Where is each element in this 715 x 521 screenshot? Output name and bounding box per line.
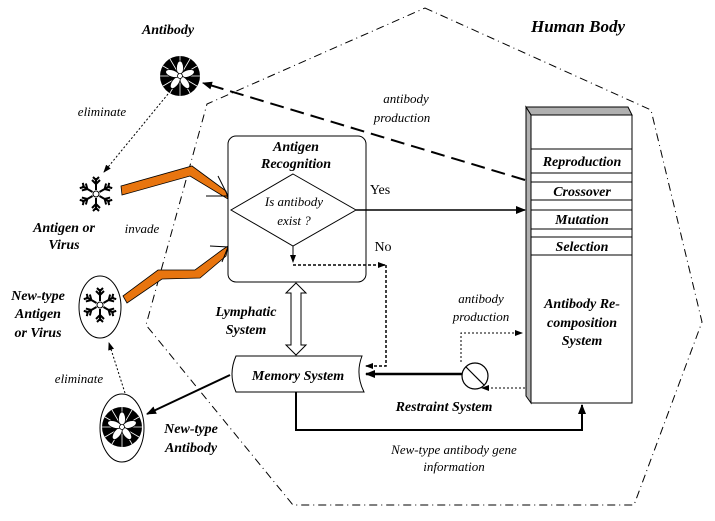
antigen-virus-icon (78, 176, 114, 212)
lymphatic-double-arrow (284, 282, 308, 356)
human-body-boundary (145, 7, 703, 506)
antibody-production-right-line2: production (452, 309, 510, 324)
operator-mutation: Mutation (554, 213, 609, 228)
recomposition-label-line3: System (562, 334, 603, 349)
antibody-production-right-line1: antibody (458, 291, 504, 306)
antibody-icon (159, 55, 201, 97)
no-label: No (374, 240, 391, 255)
antigen-recognition-title-line2: Recognition (260, 157, 331, 172)
new-type-antibody-icon (101, 406, 143, 448)
eliminate-label-top: eliminate (78, 104, 127, 119)
gene-info-label-line2: information (423, 459, 484, 474)
antigen-label-line2: Virus (48, 238, 80, 253)
restraint-antibody-production-dotted (460, 330, 523, 362)
invade-label: invade (125, 221, 160, 236)
antigen-label-line1: Antigen or (32, 221, 95, 236)
restraint-system-label: Restraint System (395, 400, 493, 415)
lymphatic-label-line1: Lymphatic (215, 305, 278, 320)
lymphatic-label-line2: System (226, 323, 267, 338)
decision-text-line1: Is antibody (264, 194, 323, 209)
memory-system-box (231, 355, 365, 393)
antibody-production-top-line2: production (373, 110, 431, 125)
yes-label: Yes (370, 183, 390, 198)
memory-to-new-antibody-arrow (146, 374, 231, 415)
recomposition-box-top-face (525, 106, 633, 116)
memory-system-label: Memory System (251, 369, 344, 384)
human-body-title: Human Body (530, 17, 625, 36)
recomposition-label-line1: Antibody Re- (543, 297, 620, 312)
gene-info-label-line1: New-type antibody gene (390, 442, 517, 457)
operator-reproduction: Reproduction (542, 155, 622, 170)
antigen-recognition-title-line1: Antigen (272, 140, 319, 155)
gene-info-arrow (295, 392, 586, 431)
eliminate-label-bottom: eliminate (55, 371, 104, 386)
new-antibody-label-line1: New-type (163, 422, 218, 437)
eliminate-arrow-top (103, 93, 169, 173)
recomposition-label-line2: composition (547, 316, 617, 331)
new-antibody-label-line2: Antibody (164, 441, 218, 456)
new-antigen-label-line3: or Virus (14, 326, 62, 341)
operator-list: Reproduction Crossover Mutation Selectio… (530, 148, 633, 256)
antibody-production-dashed-arrow (202, 81, 526, 181)
operator-crossover: Crossover (553, 185, 611, 200)
antibody-label: Antibody (141, 23, 195, 38)
recomposition-box-side-face (525, 105, 532, 405)
invade-arrow-bottom (122, 245, 229, 304)
invade-arrow-top (120, 165, 229, 200)
new-antigen-label-line2: Antigen (14, 307, 61, 322)
new-antigen-label-line1: New-type (10, 289, 65, 304)
operator-selection: Selection (556, 240, 609, 255)
new-type-antigen-container (78, 275, 122, 339)
decision-text-line2: exist ? (277, 213, 311, 228)
eliminate-arrow-bottom (108, 342, 126, 394)
antibody-production-top-line1: antibody (383, 91, 429, 106)
